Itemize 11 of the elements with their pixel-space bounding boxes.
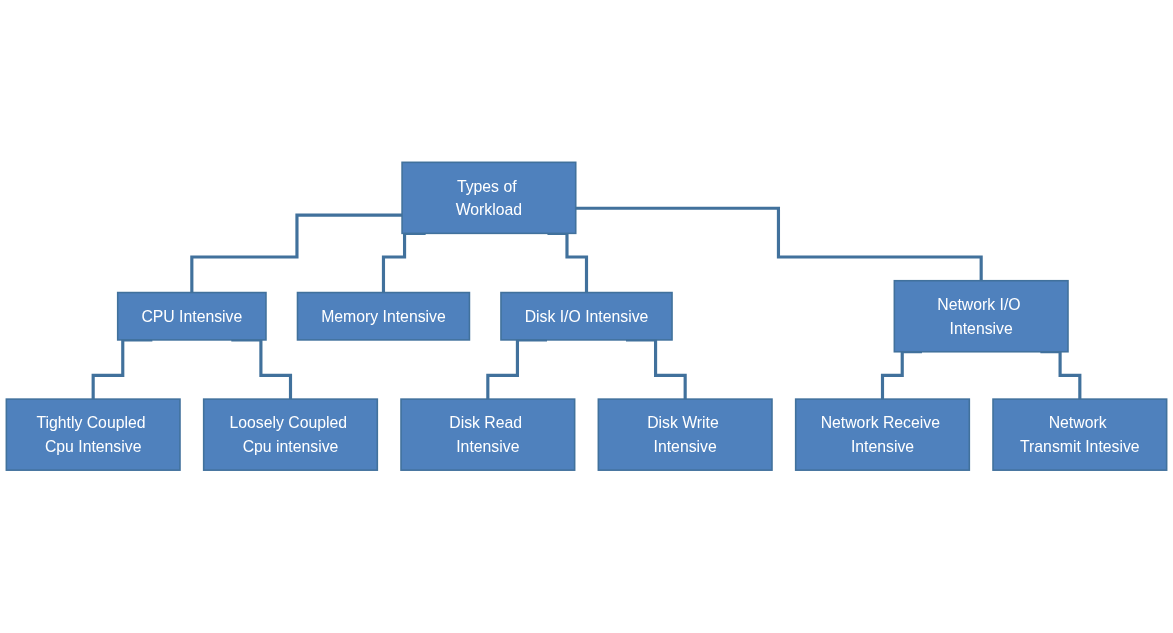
- node-box: Network Transmit Intesive: [992, 398, 1168, 472]
- node-box: Types of Workload: [401, 161, 577, 235]
- node-box: Disk Read Intensive: [400, 398, 576, 472]
- node-box: CPU Intensive: [116, 292, 267, 341]
- node-box: Network I/O Intensive: [893, 280, 1069, 353]
- node-box: Disk Write Intensive: [597, 398, 773, 472]
- node-box: Tightly Coupled Cpu Intensive: [5, 398, 181, 472]
- node-box: Loosely Coupled Cpu intensive: [202, 398, 379, 472]
- node-box: Memory Intensive: [296, 292, 471, 341]
- node-box: Network Receive Intensive: [794, 398, 971, 472]
- node-box: Disk I/O Intensive: [500, 292, 673, 341]
